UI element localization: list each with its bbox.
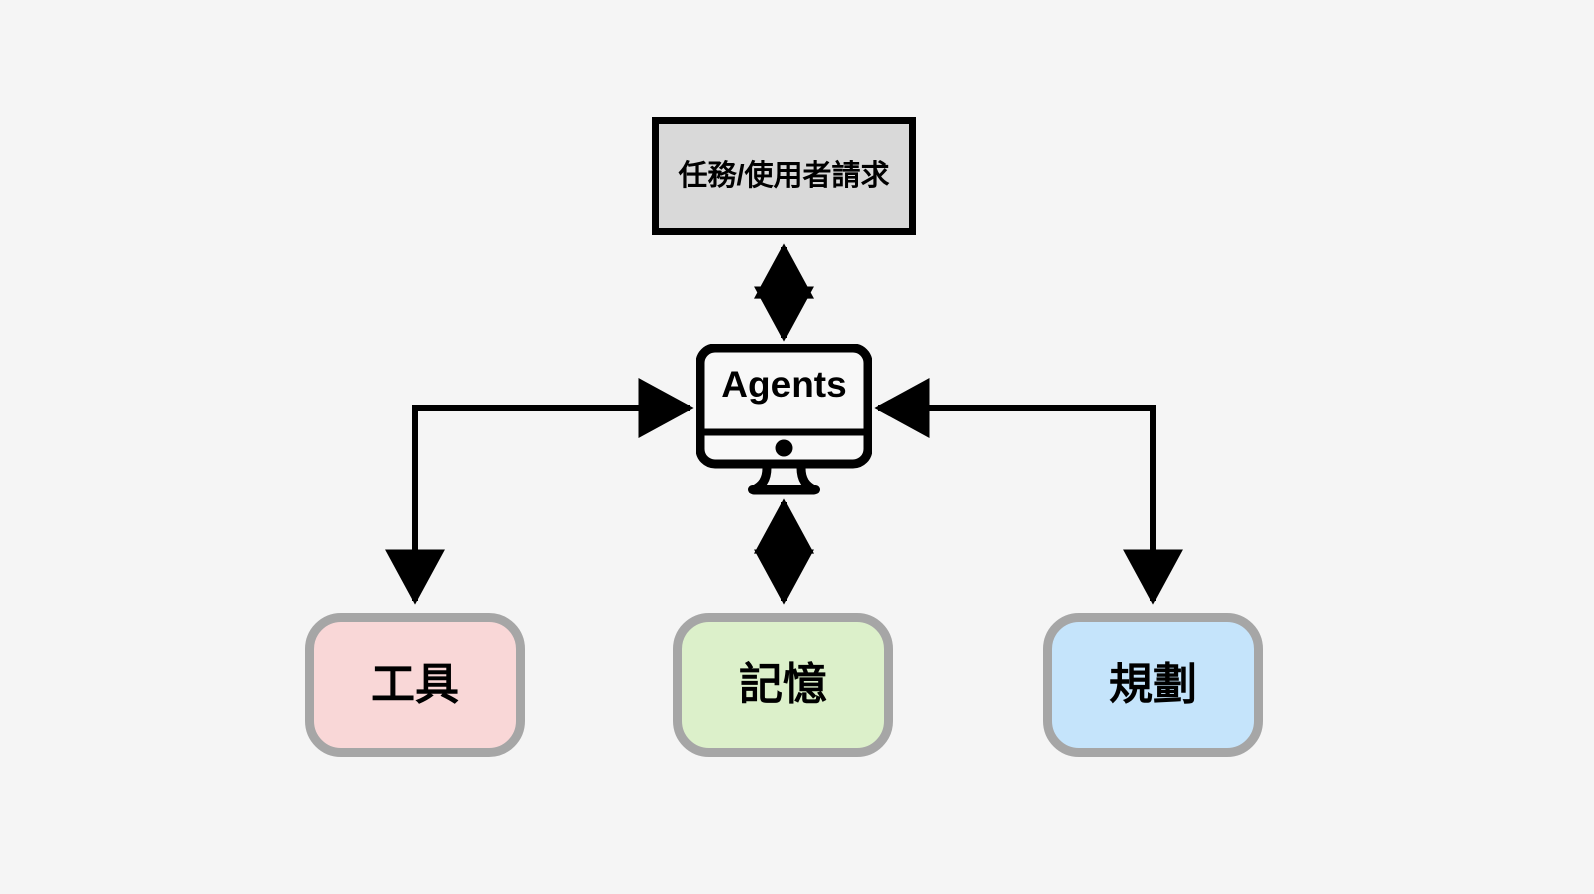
node-agents[interactable]: Agents	[696, 344, 872, 496]
node-tools-label: 工具	[371, 660, 459, 709]
node-memory-label: 記憶	[739, 660, 827, 709]
edge-tools-agents	[412, 378, 694, 438]
node-tools[interactable]: 工具	[305, 613, 525, 757]
node-agents-label: Agents	[721, 364, 847, 405]
computer-monitor-icon	[696, 344, 872, 495]
edge-planning-agents	[874, 378, 1156, 438]
node-planning[interactable]: 規劃	[1043, 613, 1263, 757]
node-planning-label: 規劃	[1109, 660, 1197, 709]
node-task-user-request[interactable]: 任務/使用者請求	[652, 117, 916, 235]
node-task-user-request-label: 任務/使用者請求	[678, 159, 890, 192]
node-memory[interactable]: 記憶	[673, 613, 893, 757]
